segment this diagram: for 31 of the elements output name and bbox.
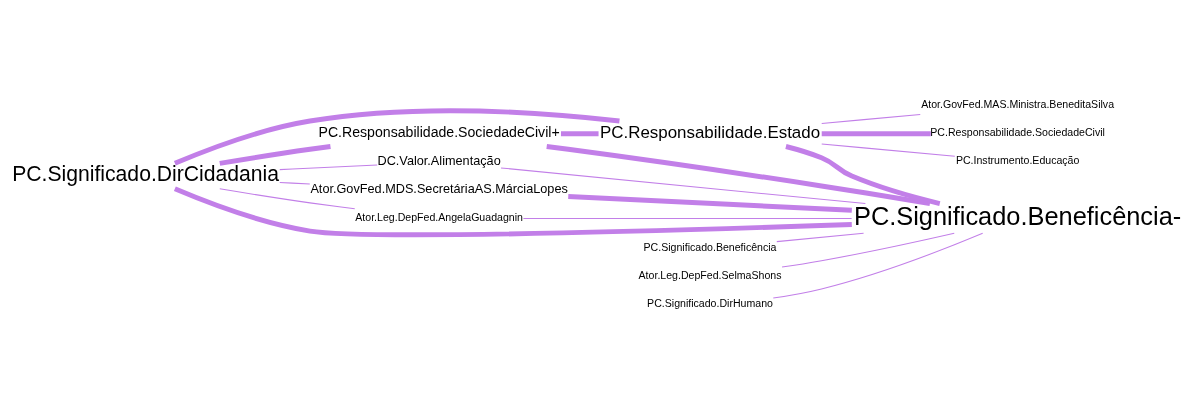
connector [173,108,620,166]
connector [173,186,852,238]
connector [772,232,984,299]
node-text: Ator.GovFed.MAS.Ministra.BeneditaSilva [921,97,1115,110]
connector [279,182,311,185]
node-text: PC.Significado.Beneficência- [854,201,1182,230]
node-text: PC.Instrumento.Educação [955,154,1080,167]
node-text: PC.Responsabilidade.SociedadeCivil+ [318,124,560,141]
connector [219,188,356,210]
connector [522,217,853,219]
node-text: PC.Responsabilidade.SociedadeCivil [930,126,1105,139]
node-text: Ator.Leg.DepFed.SelmaShons [638,268,782,281]
connector [279,164,378,171]
connector [821,131,931,137]
connector [785,144,941,206]
node-text: DC.Valor.Alimentação [377,154,501,169]
connector [219,144,331,166]
connector [546,144,931,206]
node-text: PC.Significado.DirHumano [647,296,773,309]
node-text: PC.Significado.Beneficência [643,240,777,253]
connector [776,232,865,243]
connector [781,232,955,268]
connector [568,194,852,213]
connector [500,167,866,205]
node-text: Ator.Leg.DepFed.AngelaGuadagnin [355,210,523,223]
connector [821,113,921,125]
node-text: PC.Responsabilidade.Estado [599,123,821,143]
node-text: PC.Significado.DirCidadania [12,162,280,186]
connector [821,143,956,157]
connector [560,131,599,137]
node-text: Ator.GovFed.MDS.SecretáriaAS.MárciaLopes [310,182,568,197]
